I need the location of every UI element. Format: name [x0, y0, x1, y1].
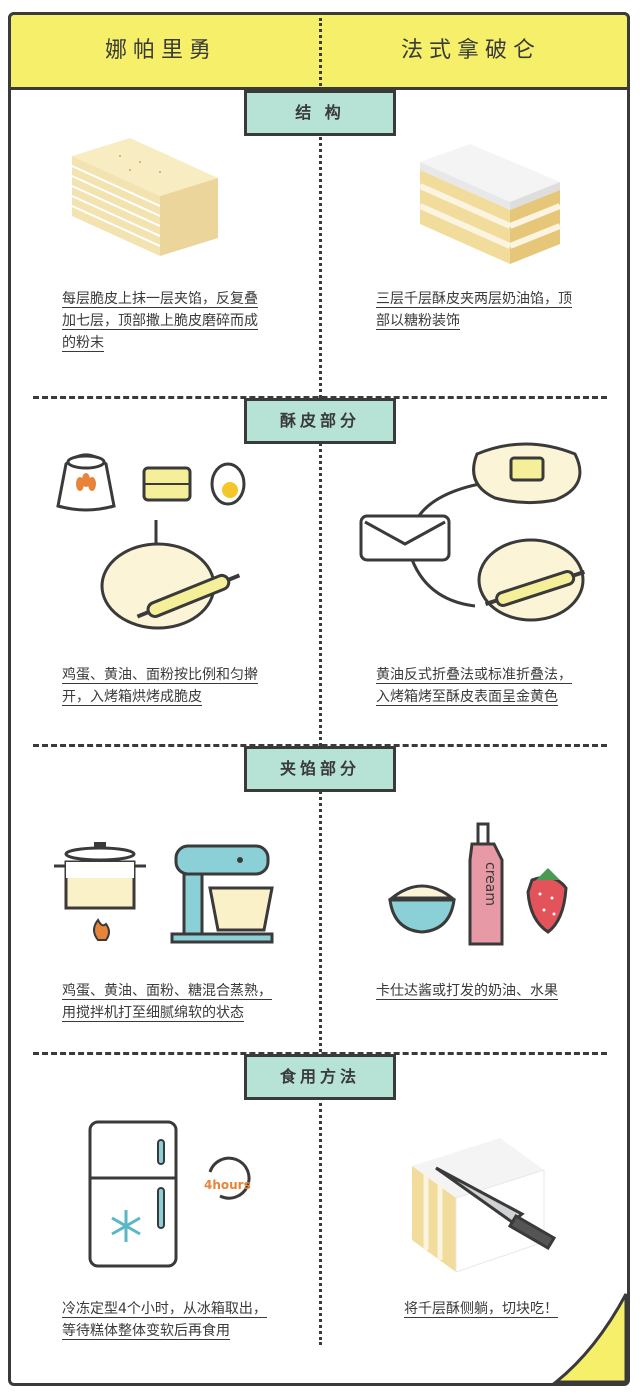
section-divider [33, 1052, 607, 1055]
section-divider [33, 396, 607, 399]
filling-right-desc: 卡仕达酱或打发的奶油、水果 [376, 983, 558, 1000]
cream-label: cream [482, 862, 498, 906]
section-label-structure: 结 构 [244, 90, 396, 136]
pastry-ingredients-illustration [56, 453, 246, 630]
filling-left-desc: 鸡蛋、黄油、面粉、糖混合蒸熟， 用搅拌机打至细腻绵软的状态 [62, 983, 272, 1022]
page-curl-decoration [552, 1293, 628, 1384]
freezer-illustration: 4hours [88, 1120, 251, 1268]
header-divider [319, 18, 322, 86]
steaming-and-mixer-illustration [54, 842, 274, 944]
structure-left-desc: 每层脆皮上抹一层夹馅，反复叠 加七层，顶部撒上脆皮磨碎而成 的粉末 [62, 291, 258, 352]
left-title: 娜帕里勇 [104, 38, 217, 63]
serving-left-desc: 冷冻定型4个小时，从冰箱取出， 等待糕体整体变软后再食用 [62, 1301, 267, 1340]
section-label-filling: 夹馅部分 [244, 746, 396, 792]
napoleon-cake-illustration [418, 144, 562, 264]
timer-label: 4hours [204, 1178, 251, 1192]
folding-method-illustration [359, 442, 586, 622]
column-divider [319, 90, 322, 1345]
structure-right-desc: 三层千层酥皮夹两层奶油馅，顶 部以糖粉装饰 [376, 291, 572, 330]
napoleon-layered-cake-illustration [71, 138, 218, 256]
section-label-pastry: 酥皮部分 [244, 398, 396, 444]
section-divider [33, 744, 607, 747]
section-label-serving: 食用方法 [244, 1054, 396, 1100]
pastry-right-desc: 黄油反式折叠法或标准折叠法， 入烤箱烤至酥皮表面呈金黄色 [376, 667, 572, 706]
snowflake-icon [111, 1210, 141, 1242]
pastry-left-desc: 鸡蛋、黄油、面粉按比例和匀擀 开，入烤箱烘烤成脆皮 [62, 667, 258, 706]
right-title: 法式拿破仑 [400, 38, 541, 63]
timer-icon [208, 1156, 251, 1200]
cutting-napoleon-illustration [412, 1138, 557, 1273]
serving-right-desc: 将千层酥侧躺，切块吃！ [404, 1301, 558, 1318]
custard-cream-fruit-illustration: cream [388, 822, 568, 946]
